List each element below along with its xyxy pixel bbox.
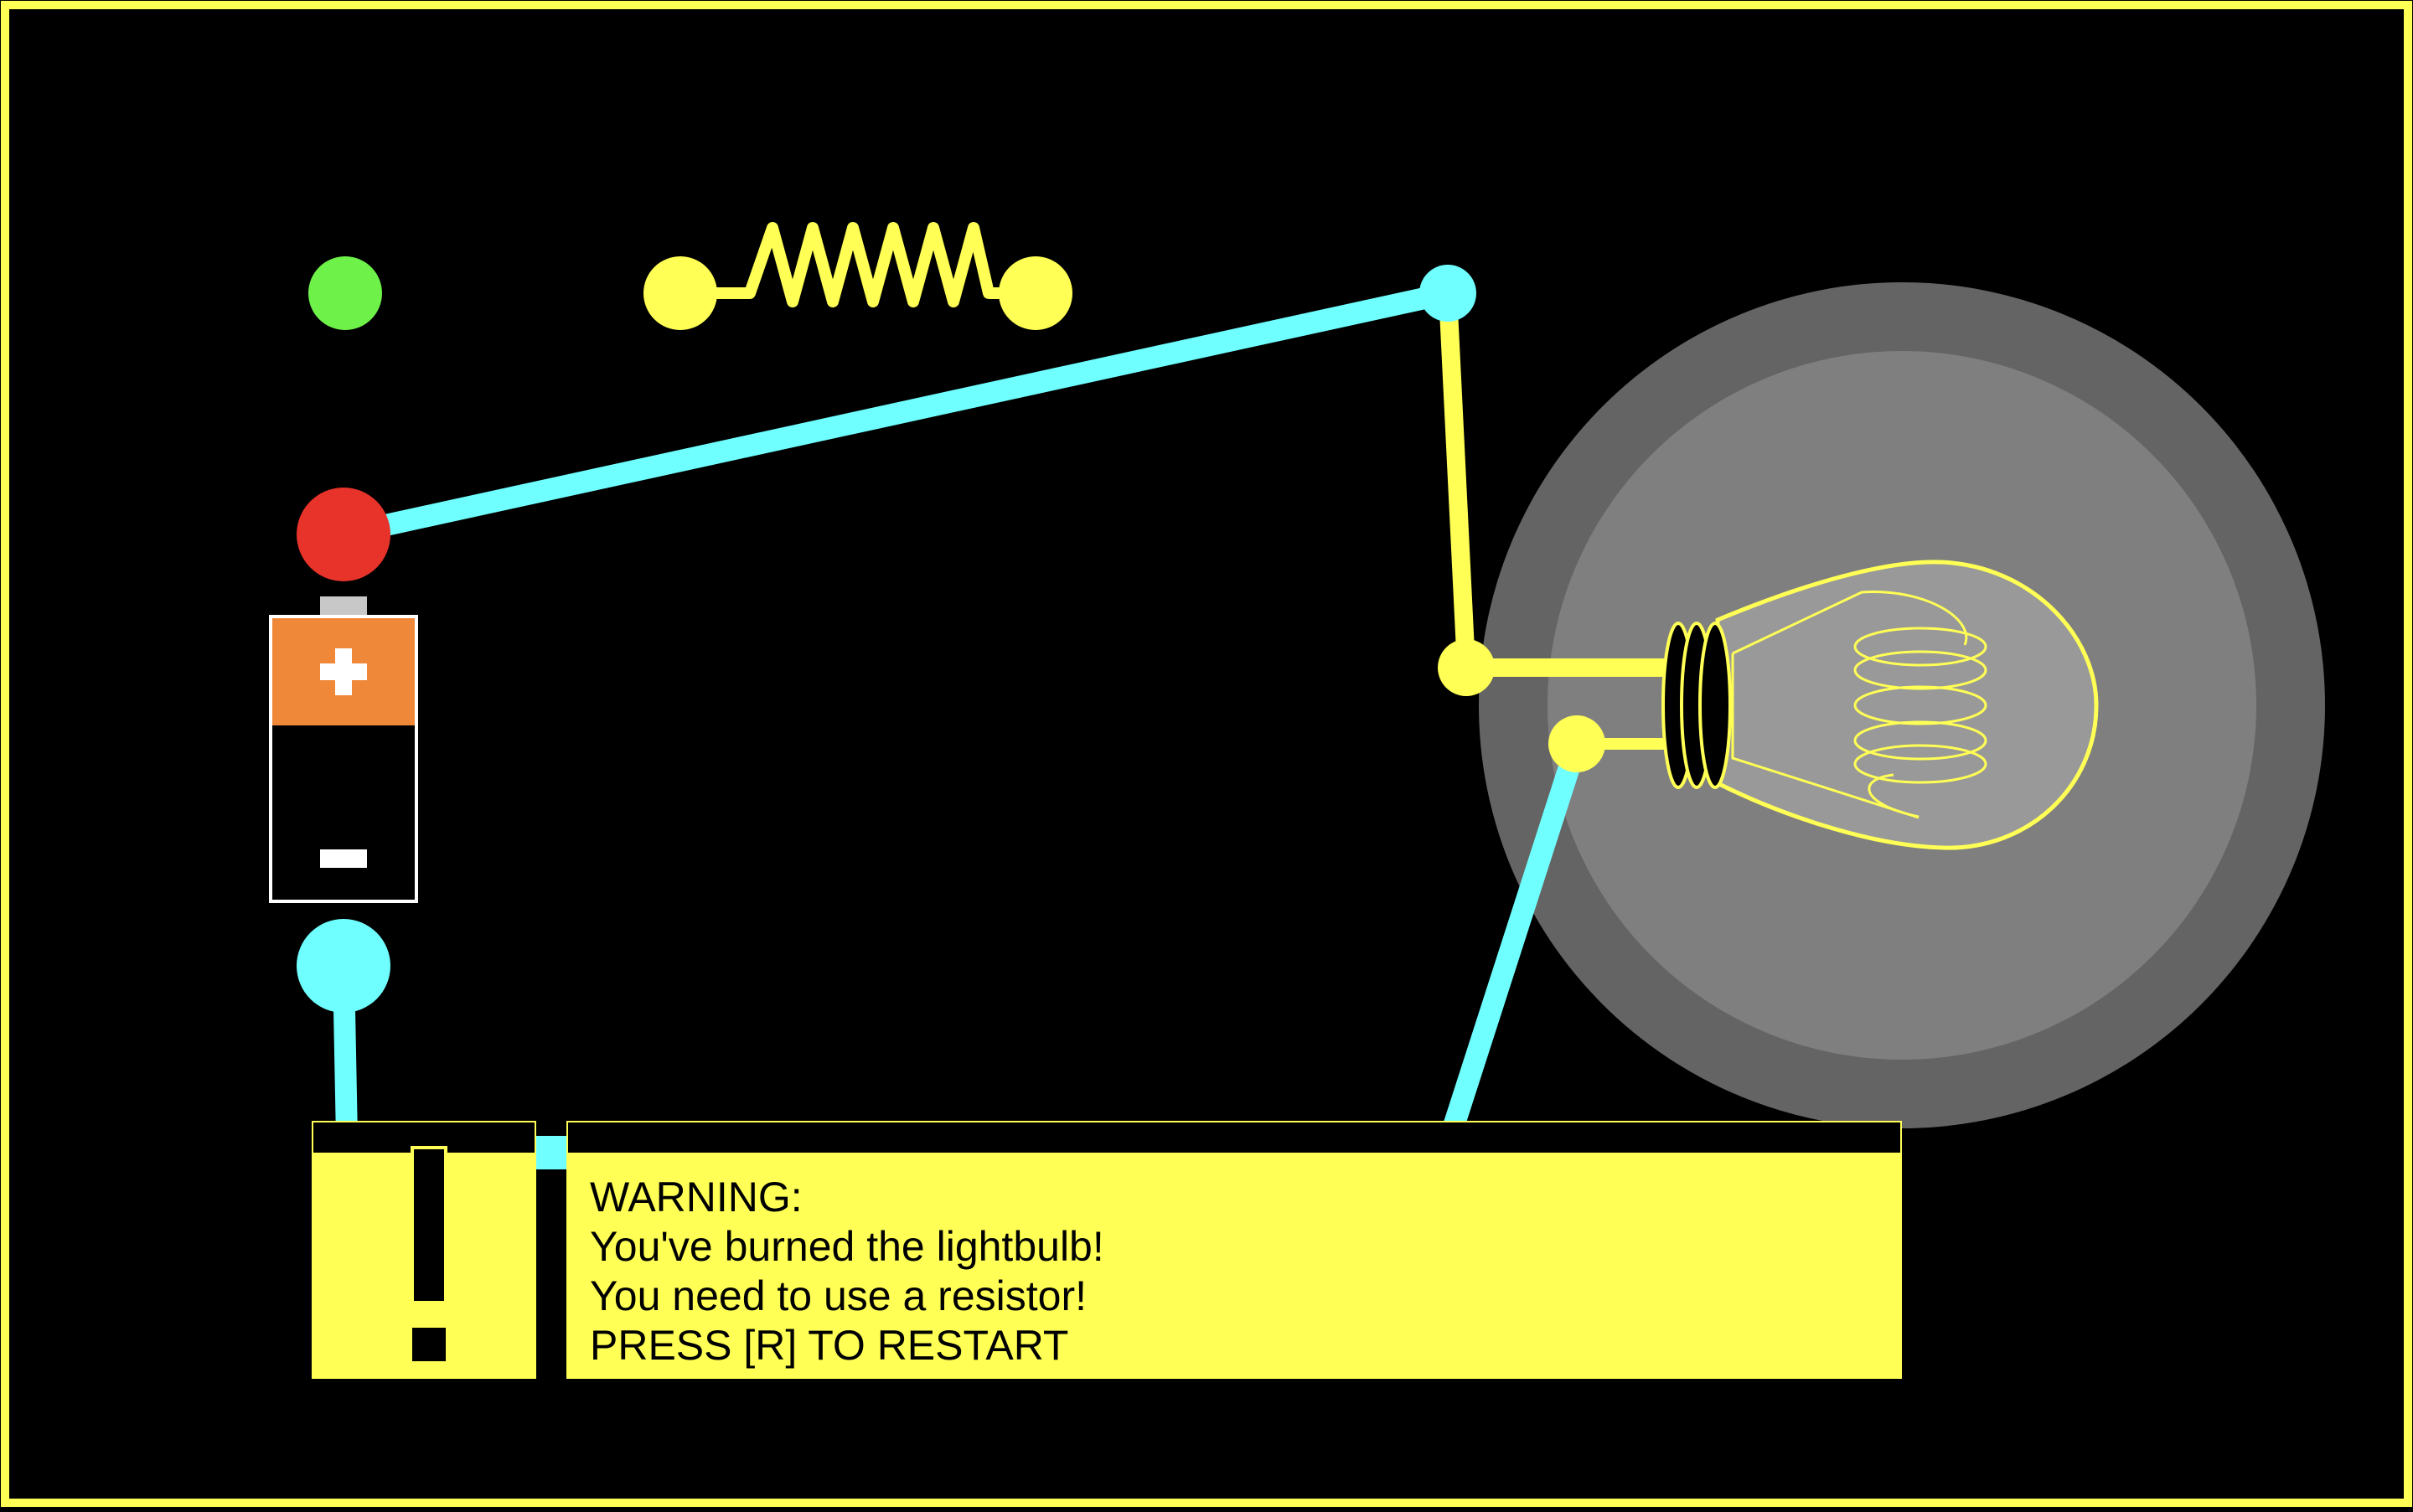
bulb-inner-outline [1731,591,1968,819]
battery[interactable] [269,596,418,903]
warning-message-panel [566,1121,1902,1379]
lightbulb[interactable] [1661,560,2099,850]
warning-message: WARNING: You've burned the lightbulb! Yo… [590,1173,1880,1370]
warning-line-burned: You've burned the lightbulb! [590,1223,1104,1270]
plus-icon [320,648,367,695]
exclamation-icon-bar [411,1146,447,1304]
node-red[interactable] [297,488,390,581]
minus-icon [320,849,367,868]
resistor[interactable] [643,222,1072,330]
node-bulb-bottom[interactable] [1548,715,1605,772]
node-green[interactable] [308,256,382,330]
wire-battery-top-to-junction[interactable] [333,282,1459,545]
bulb-base [1661,622,1732,789]
resistor-terminal-left[interactable] [643,256,717,330]
bulb-filament [1853,627,1987,818]
warning-icon-panel [312,1121,536,1379]
exclamation-icon-dot [412,1328,446,1361]
node-cyan-bottom[interactable] [297,919,390,1013]
wire-connector-stub [536,1136,566,1169]
resistor-terminal-right[interactable] [999,256,1072,330]
warning-line-resistor: You need to use a resistor! [590,1272,1087,1319]
bulb-glass [1715,560,2099,850]
node-cyan-junction[interactable] [1419,265,1476,322]
warning-title: WARNING: [590,1174,803,1220]
resistor-zigzag [680,222,1036,307]
battery-cap [320,596,367,618]
warning-line-restart: PRESS [R] TO RESTART [590,1322,1069,1369]
wire-bulb-to-bottom[interactable] [1439,733,1588,1150]
node-bulb-top[interactable] [1438,639,1495,696]
